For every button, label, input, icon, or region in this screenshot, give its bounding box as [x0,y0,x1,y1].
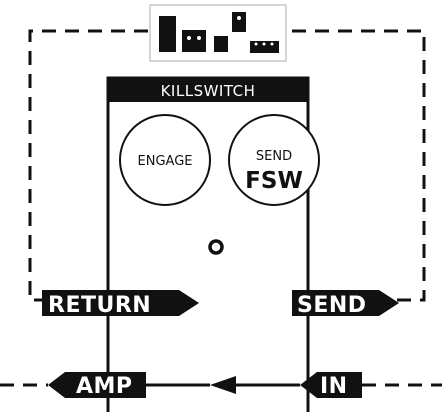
send-fsw-big-label: FSW [245,168,303,194]
send-port-label: SEND [292,290,399,318]
in-port-label: IN [300,372,362,399]
pedal-title-bar [108,78,308,102]
return-port-label: RETURN [42,290,199,318]
send-fsw-small-label: SEND [256,149,292,164]
pedalboard-icon [149,4,287,62]
send-loop-line [287,29,426,302]
signal-arrow [146,376,300,394]
amp-port-text: AMP [76,374,133,399]
return-port-text: RETURN [48,293,151,318]
in-port-text: IN [320,374,348,399]
send-fsw-footswitch[interactable]: SEND FSW [228,114,320,206]
amp-port-label: AMP [48,372,146,399]
led-icon [208,239,224,255]
return-loop-line [28,29,148,302]
engage-label: ENGAGE [138,154,193,169]
pedal-title: KILLSWITCH [161,82,256,100]
engage-footswitch[interactable]: ENGAGE [119,114,211,206]
send-port-text: SEND [297,293,367,318]
